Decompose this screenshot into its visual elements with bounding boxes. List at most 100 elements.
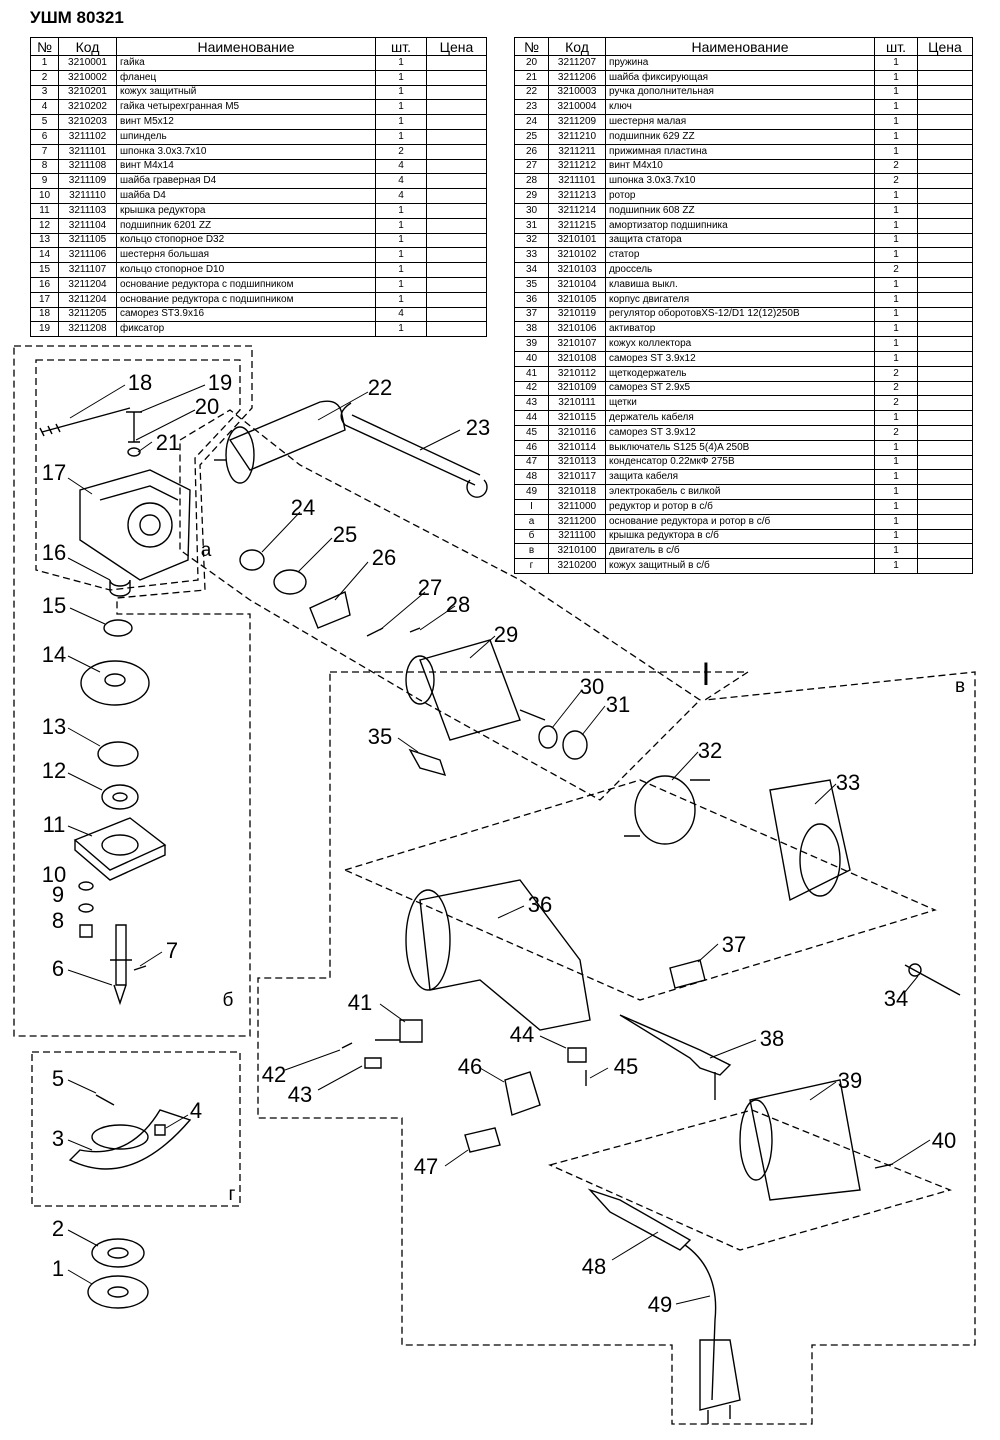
leader-30 [551, 689, 583, 729]
table-header-row: № Код Наименование шт. Цена [514, 37, 973, 56]
outline-stator-frame [343, 779, 937, 1001]
header-code: Код [58, 37, 117, 56]
callout-24: 24 [291, 495, 315, 520]
flange-2-icon [91, 1238, 145, 1268]
callout-5: 5 [52, 1066, 64, 1091]
bearing-12-bore-icon [112, 792, 128, 802]
handle-22-disc-icon [225, 426, 255, 484]
callout-46: 46 [458, 1054, 482, 1079]
leader-42 [284, 1049, 341, 1071]
callout-15: 15 [42, 593, 66, 618]
callout-17: 17 [42, 460, 66, 485]
leader-49 [675, 1295, 711, 1305]
leader-29 [469, 635, 496, 659]
leader-25 [297, 537, 333, 573]
leader-1 [67, 1269, 93, 1285]
motor-housing-36-icon [419, 879, 591, 1031]
callout-9: 9 [52, 882, 64, 907]
callout-38: 38 [760, 1026, 784, 1051]
callout-16: 16 [42, 540, 66, 565]
leader-23 [419, 429, 461, 451]
guard-3-collar-icon [91, 1124, 149, 1150]
callout-26: 26 [372, 545, 396, 570]
screw-5-icon [95, 1094, 115, 1106]
group-outlines [13, 345, 976, 1425]
leader-41 [379, 1003, 406, 1023]
brush-43-icon [364, 1057, 382, 1069]
cell-price [426, 321, 487, 338]
gear-base-17-icon [79, 469, 191, 581]
leader-20 [135, 409, 196, 441]
outline-group-g [31, 1051, 241, 1207]
nut-1-bore-icon [107, 1286, 129, 1298]
leader-40 [891, 1139, 931, 1165]
pin-19-icon [126, 411, 142, 443]
callout-1: 1 [52, 1256, 64, 1281]
group-label-b: б [223, 990, 234, 1011]
rotor-29-icon [419, 639, 546, 741]
leader-44 [539, 1035, 567, 1049]
leader-16 [67, 557, 111, 581]
header-price: Цена [426, 37, 487, 56]
circlip-13-icon [97, 741, 139, 767]
screw-42-icon [341, 1042, 353, 1049]
group-labels: I а б в г [201, 540, 965, 1205]
washer-21-icon [127, 447, 141, 457]
cable-holder-44-icon [567, 1047, 587, 1063]
capacitor-47-icon [464, 1127, 501, 1153]
callout-37: 37 [722, 932, 746, 957]
callout-35: 35 [368, 724, 392, 749]
plug-49-icon [699, 1339, 741, 1424]
header-name: Наименование [605, 37, 875, 56]
callout-45: 45 [614, 1054, 638, 1079]
leader-35 [397, 737, 419, 753]
cable-guard-48-icon [587, 1188, 692, 1251]
group-label-g: г [229, 1184, 236, 1205]
callout-30: 30 [580, 674, 604, 699]
callout-29: 29 [494, 622, 518, 647]
callout-7: 7 [166, 938, 178, 963]
leader-21 [137, 441, 153, 453]
table-header-row: № Код Наименование шт. Цена [30, 37, 487, 56]
stator-guard-32-tab-icon [624, 779, 710, 837]
plate-26-icon [309, 591, 351, 629]
callout-28: 28 [446, 592, 470, 617]
flange-2-bore-icon [107, 1247, 129, 1259]
leader-13 [67, 727, 101, 747]
leader-48 [611, 1231, 659, 1261]
callout-11: 11 [43, 812, 66, 837]
leader-32 [671, 751, 699, 781]
switch-46-icon [504, 1071, 541, 1116]
callout-32: 32 [698, 738, 722, 763]
leader-37 [697, 943, 719, 963]
leader-39 [809, 1081, 837, 1101]
callout-40: 40 [932, 1128, 956, 1153]
leader-18 [69, 384, 126, 419]
cell-price [917, 558, 973, 574]
header-code: Код [548, 37, 606, 56]
leader-3 [67, 1139, 93, 1151]
callout-34: 34 [884, 986, 908, 1011]
leader-28 [419, 605, 456, 631]
gear-cover-11-bore-icon [101, 834, 139, 856]
callout-39: 39 [838, 1068, 862, 1093]
gear-14-icon [80, 660, 150, 706]
screw-40-icon [874, 1163, 894, 1169]
callout-27: 27 [418, 575, 442, 600]
